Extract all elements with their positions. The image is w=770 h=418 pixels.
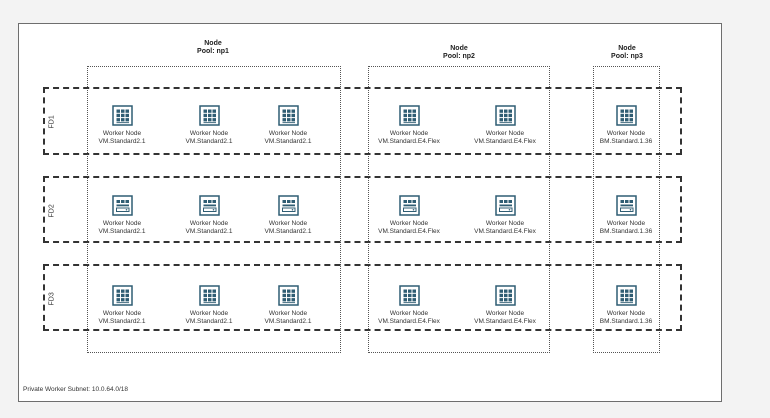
worker-node-title: Worker Node <box>606 130 646 137</box>
worker-node-shape: VM.Standard2.1 <box>98 228 146 235</box>
worker-node-title: Worker Node <box>102 310 142 317</box>
worker-node-title: Worker Node <box>189 130 229 137</box>
worker-node-title: Worker Node <box>606 220 646 227</box>
worker-node-shape: VM.Standard2.1 <box>98 318 146 325</box>
worker-node-shape: VM.Standard.E4.Flex <box>378 138 440 145</box>
node-pool-np1 <box>87 66 341 353</box>
server-icon <box>460 105 550 126</box>
worker-node-title: Worker Node <box>389 310 429 317</box>
worker-node-shape: VM.Standard2.1 <box>185 318 233 325</box>
server-icon <box>243 195 333 216</box>
fd-label-fd1: FD1 <box>48 115 56 129</box>
worker-node-title: Worker Node <box>102 220 142 227</box>
server-icon <box>364 195 454 216</box>
fd-label-fd3: FD3 <box>48 292 56 306</box>
worker-node-shape: VM.Standard.E4.Flex <box>378 318 440 325</box>
worker-node-shape: BM.Standard.1.36 <box>599 228 653 235</box>
worker-node-shape: VM.Standard2.1 <box>185 228 233 235</box>
diagram-canvas <box>18 23 722 402</box>
worker-node-shape: VM.Standard2.1 <box>264 138 312 145</box>
worker-node-title: Worker Node <box>189 220 229 227</box>
worker-node-title: Worker Node <box>102 130 142 137</box>
server-icon <box>581 195 671 216</box>
server-icon <box>364 285 454 306</box>
server-icon <box>460 285 550 306</box>
worker-node-shape: VM.Standard.E4.Flex <box>474 138 536 145</box>
worker-node-title: Worker Node <box>389 130 429 137</box>
server-icon <box>460 195 550 216</box>
server-icon <box>77 285 167 306</box>
worker-node-title: Worker Node <box>268 310 308 317</box>
server-icon <box>364 105 454 126</box>
worker-node-shape: BM.Standard.1.36 <box>599 318 653 325</box>
fd-label-fd2: FD2 <box>48 204 56 218</box>
server-icon <box>243 285 333 306</box>
worker-node-title: Worker Node <box>485 130 525 137</box>
server-icon <box>164 285 254 306</box>
worker-node-shape: VM.Standard2.1 <box>264 318 312 325</box>
server-icon <box>243 105 333 126</box>
worker-node-title: Worker Node <box>389 220 429 227</box>
subnet-label: Private Worker Subnet: 10.0.64.0/18 <box>23 386 129 393</box>
worker-node-shape: VM.Standard2.1 <box>264 228 312 235</box>
worker-node-title: Worker Node <box>189 310 229 317</box>
server-icon <box>77 105 167 126</box>
server-icon <box>164 105 254 126</box>
node-pool-np2 <box>368 66 550 353</box>
server-icon <box>164 195 254 216</box>
worker-node-title: Worker Node <box>268 220 308 227</box>
worker-node-shape: BM.Standard.1.36 <box>599 138 653 145</box>
server-icon <box>581 285 671 306</box>
worker-node-shape: VM.Standard.E4.Flex <box>474 228 536 235</box>
worker-node-title: Worker Node <box>606 310 646 317</box>
worker-node-shape: VM.Standard.E4.Flex <box>474 318 536 325</box>
fault-domain-fd2 <box>43 176 682 243</box>
node-pool-np3 <box>593 66 660 353</box>
server-icon <box>581 105 671 126</box>
worker-node-shape: VM.Standard.E4.Flex <box>378 228 440 235</box>
worker-node-title: Worker Node <box>485 310 525 317</box>
fault-domain-fd3 <box>43 264 682 331</box>
fault-domain-fd1 <box>43 87 682 155</box>
worker-node-title: Worker Node <box>485 220 525 227</box>
worker-node-title: Worker Node <box>268 130 308 137</box>
worker-node-shape: VM.Standard2.1 <box>185 138 233 145</box>
server-icon <box>77 195 167 216</box>
worker-node-shape: VM.Standard2.1 <box>98 138 146 145</box>
